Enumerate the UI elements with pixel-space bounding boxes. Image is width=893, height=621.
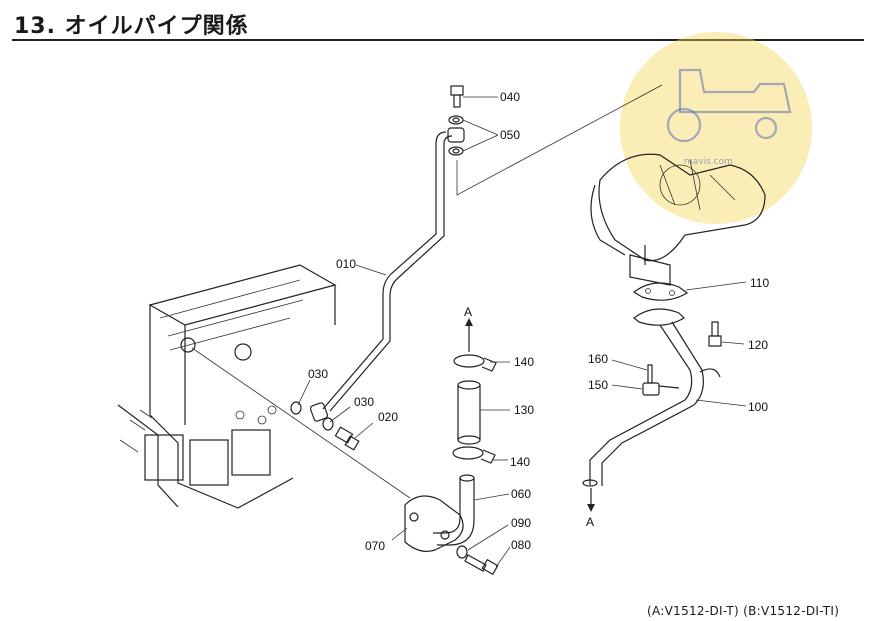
- flange-070: [404, 495, 464, 552]
- watermark-text: mavis.com: [684, 157, 733, 167]
- bolt-040: [450, 85, 464, 108]
- label-140-upper: 140: [514, 355, 534, 369]
- label-080: 080: [511, 538, 531, 552]
- label-030-b: 030: [354, 395, 374, 409]
- washer-090: [456, 545, 468, 559]
- oil-pipe-100: [582, 308, 721, 487]
- label-160: 160: [588, 352, 608, 366]
- model-footnote: (A:V1512-DI-T) (B:V1512-DI-TI): [647, 604, 840, 618]
- label-040: 040: [500, 90, 520, 104]
- label-070: 070: [365, 539, 385, 553]
- label-140-lower: 140: [510, 455, 530, 469]
- label-050: 050: [500, 128, 520, 142]
- engine-block: [117, 264, 337, 509]
- label-120: 120: [748, 338, 768, 352]
- bolt-020: [334, 426, 360, 451]
- page-title: 13. オイルパイプ関係: [14, 14, 249, 39]
- flow-label-a-upper: A: [464, 305, 472, 319]
- label-130: 130: [514, 403, 534, 417]
- flow-label-a-lower: A: [586, 515, 594, 529]
- gasket-110: [632, 282, 689, 301]
- label-090: 090: [511, 516, 531, 530]
- label-150: 150: [588, 378, 608, 392]
- bolt-080: [464, 554, 499, 576]
- title-underline: [12, 39, 864, 41]
- clamp-140-upper: [453, 354, 497, 372]
- label-030-a: 030: [308, 367, 328, 381]
- label-060: 060: [511, 487, 531, 501]
- label-010: 010: [336, 257, 356, 271]
- flow-arrow-a-upper: A: [464, 305, 473, 352]
- leader-lines: [191, 84, 747, 568]
- turbocharger: [590, 153, 766, 286]
- washers-030: [290, 401, 334, 431]
- bolt-160: [647, 364, 653, 384]
- clamp-140-lower: [452, 446, 496, 464]
- return-pipe-060: [433, 474, 475, 546]
- label-020: 020: [378, 410, 398, 424]
- clamp-150: [642, 382, 680, 396]
- part-number-labels: 040 050 010 030 030 020 140 130 140 060 …: [308, 90, 769, 553]
- label-110: 110: [750, 276, 769, 290]
- watermark-logo: mavis.com: [620, 32, 812, 224]
- hose-130: [457, 380, 481, 445]
- label-100: 100: [748, 400, 768, 414]
- flow-arrow-a-lower: A: [586, 488, 595, 529]
- oil-pipe-010: [309, 131, 453, 422]
- washers-050: [447, 115, 465, 156]
- bolt-120: [708, 321, 722, 347]
